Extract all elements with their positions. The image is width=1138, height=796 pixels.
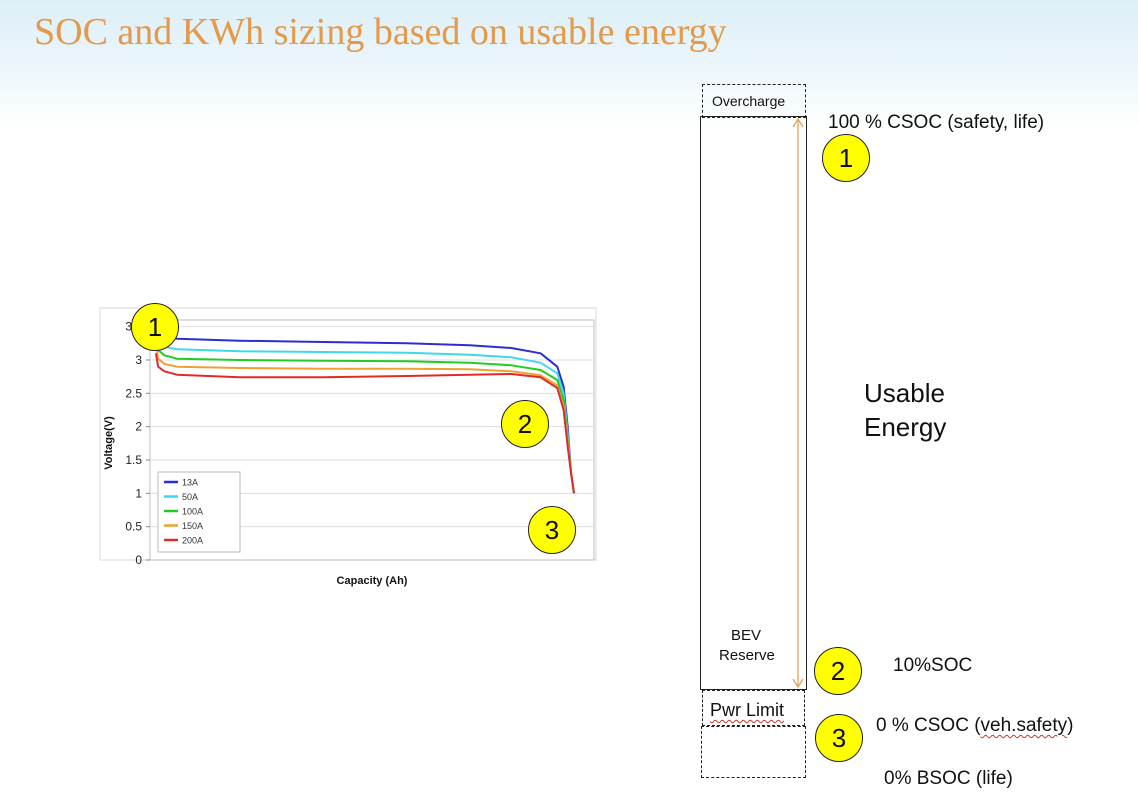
legend-label-150A: 150A <box>182 521 203 531</box>
bev-reserve-line-2: Reserve <box>719 647 775 664</box>
legend-label-200A: 200A <box>182 536 203 546</box>
y-tick-label: 1 <box>135 486 142 500</box>
pwr-limit-label: Pwr Limit <box>710 700 785 720</box>
soc-marker-2: 2 <box>814 647 862 695</box>
y-tick-label: 2 <box>135 420 142 434</box>
chart-marker-3: 3 <box>528 506 576 554</box>
csoc-0-prefix: 0 % CSOC ( <box>876 715 981 736</box>
soc-10-label: 10%SOC <box>893 655 973 676</box>
soc-marker-1: 1 <box>822 134 870 182</box>
bsoc-box <box>701 726 806 778</box>
chart-svg: 00.511.522.533.5 Voltage(V) Capacity (Ah… <box>99 307 597 587</box>
chart-marker-2: 2 <box>501 400 549 448</box>
csoc-0-label: 0 % CSOC (veh.safety) <box>876 715 1073 737</box>
y-tick-label: 1.5 <box>125 453 142 467</box>
usable-energy-line-1: Usable <box>864 378 945 408</box>
x-axis-label: Capacity (Ah) <box>337 575 408 587</box>
chart-legend: 13A 50A 100A 150A 200A <box>157 471 241 553</box>
pwr-limit-box: Pwr Limit <box>702 690 805 726</box>
usable-energy-box <box>700 116 807 690</box>
slide-title: SOC and KWh sizing based on usable energ… <box>34 11 727 53</box>
legend-label-13A: 13A <box>182 478 198 488</box>
y-tick-label: 2.5 <box>125 386 142 400</box>
y-tick-label: 0.5 <box>125 520 142 534</box>
csoc-0-veh-safety: veh.safety <box>980 715 1068 736</box>
legend-label-50A: 50A <box>182 492 198 502</box>
csoc-0-suffix: ) <box>1067 715 1074 736</box>
chart-marker-1: 1 <box>131 303 179 351</box>
legend-label-100A: 100A <box>182 507 203 517</box>
y-tick-label: 0 <box>135 553 142 567</box>
csoc-100-label: 100 % CSOC (safety, life) <box>828 112 1045 133</box>
y-axis-label: Voltage(V) <box>103 416 115 470</box>
overcharge-label: Overcharge <box>712 93 786 109</box>
bsoc-0-label: 0% BSOC (life) <box>884 768 1013 789</box>
soc-marker-3: 3 <box>815 714 863 762</box>
overcharge-box: Overcharge <box>702 84 806 118</box>
series-line-200A <box>155 353 575 494</box>
usable-energy-arrow <box>792 117 804 689</box>
bev-reserve-line-1: BEV <box>731 627 762 644</box>
usable-energy-line-2: Energy <box>864 412 947 442</box>
voltage-capacity-chart: 00.511.522.533.5 Voltage(V) Capacity (Ah… <box>99 307 600 598</box>
y-tick-label: 3 <box>135 353 142 367</box>
